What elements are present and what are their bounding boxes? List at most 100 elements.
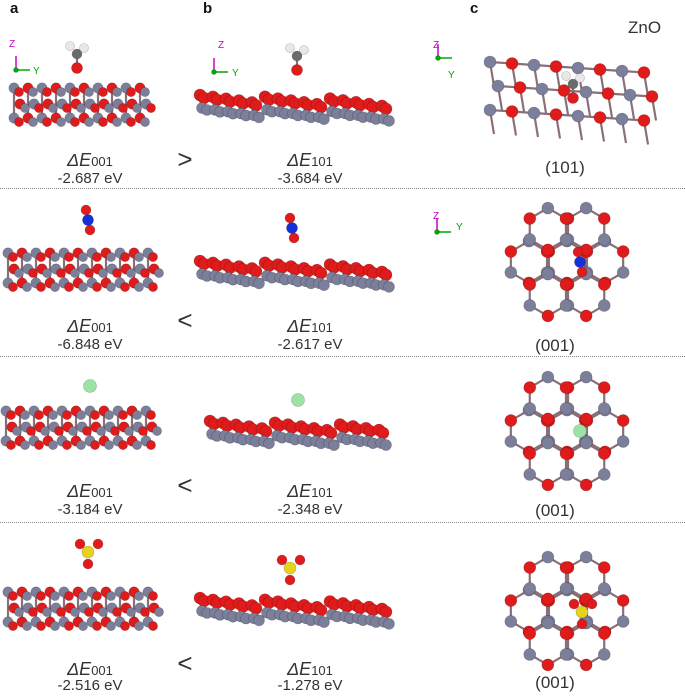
oxygen-atom	[504, 245, 518, 258]
oxygen-atom	[597, 627, 611, 640]
zinc-atom	[134, 252, 144, 262]
zinc-atom	[78, 591, 88, 601]
oxygen-atom	[541, 592, 555, 606]
zinc-atom	[253, 277, 265, 290]
oxygen-atom	[6, 440, 16, 450]
y-axis-label: Y	[232, 68, 239, 79]
oxygen-atom	[90, 410, 100, 420]
oxygen-atom	[70, 87, 80, 97]
zinc-atom	[615, 112, 629, 126]
zinc-atom	[523, 233, 537, 246]
oxygen-atom	[54, 426, 64, 436]
zinc-atom	[253, 614, 265, 627]
zinc-atom	[579, 550, 593, 564]
zinc-atom	[527, 58, 541, 72]
oxygen-atom	[92, 282, 102, 292]
zinc-atom	[76, 440, 86, 450]
zinc-atom	[50, 282, 60, 292]
oxygen-atom	[84, 224, 96, 236]
oxygen-atom	[56, 607, 66, 617]
zinc-atom	[152, 426, 162, 436]
panel-label-a: a	[10, 0, 19, 17]
oxygen-atom	[645, 90, 659, 103]
oxygen-atom	[504, 414, 518, 427]
oxygen-atom	[523, 381, 537, 394]
oxygen-atom	[62, 410, 72, 420]
zinc-atom	[68, 426, 78, 436]
zinc-atom	[523, 299, 537, 312]
zinc-atom	[483, 55, 497, 69]
energy-value-001: -6.848 eV	[57, 336, 123, 353]
oxygen-atom	[576, 266, 588, 278]
oxygen-atom	[559, 212, 573, 225]
zinc-atom	[22, 621, 32, 631]
zinc-atom	[48, 103, 58, 113]
zinc-atom	[383, 618, 395, 630]
oxygen-atom	[523, 447, 537, 460]
oxygen-atom	[601, 87, 615, 100]
panel-label-c: c	[470, 0, 479, 17]
zinc-atom	[597, 402, 611, 415]
carbon-atom	[291, 50, 303, 62]
oxygen-atom	[259, 425, 273, 438]
comparison-sign: <	[177, 470, 193, 500]
zinc-atom	[22, 591, 32, 601]
zinc-atom	[134, 621, 144, 631]
oxygen-atom	[36, 621, 46, 631]
zinc-atom	[20, 410, 30, 420]
zinc-atom	[523, 468, 537, 481]
zinc-atom	[616, 266, 630, 279]
zinc-atom	[112, 87, 122, 97]
zinc-atom	[12, 426, 22, 436]
zinc-atom	[48, 440, 58, 450]
zinc-atom	[383, 281, 395, 293]
zinc-atom	[615, 64, 629, 78]
zinc-atom	[523, 402, 537, 415]
zinc-atom	[559, 299, 573, 312]
oxygen-atom	[572, 246, 584, 258]
zinc-atom	[571, 109, 585, 123]
oxygen-atom	[62, 103, 72, 113]
zinc-atom	[623, 88, 637, 102]
zinc-atom	[541, 370, 555, 384]
zinc-atom	[559, 233, 573, 246]
zinc-atom	[559, 402, 573, 415]
oxygen-atom	[324, 426, 338, 440]
oxygen-atom	[314, 100, 328, 114]
oxygen-atom	[36, 252, 46, 262]
oxygen-atom	[8, 282, 18, 292]
energy-label-001: ΔE001	[67, 659, 113, 679]
zinc-atom	[70, 268, 80, 278]
zinc-atom	[541, 550, 555, 564]
oxygen-atom	[616, 245, 630, 258]
zinc-atom	[523, 582, 537, 595]
zinc-atom	[28, 117, 38, 127]
zinc-atom	[126, 607, 136, 617]
oxygen-atom	[294, 554, 306, 566]
oxygen-atom	[376, 426, 390, 440]
oxygen-atom	[64, 621, 74, 631]
zinc-atom	[541, 436, 555, 450]
zinc-atom	[579, 370, 593, 384]
oxygen-atom	[523, 627, 537, 640]
oxygen-atom	[593, 111, 607, 124]
oxygen-atom	[120, 621, 130, 631]
oxygen-atom	[120, 252, 130, 262]
oxygen-atom	[379, 605, 393, 619]
zinc-atom	[383, 115, 395, 127]
oxygen-atom	[597, 561, 611, 574]
oxygen-atom	[148, 282, 158, 292]
oxygen-atom	[541, 412, 555, 426]
oxygen-atom	[120, 282, 130, 292]
zinc-atom	[318, 113, 330, 125]
zinc-atom	[50, 252, 60, 262]
oxygen-atom	[36, 282, 46, 292]
oxygen-atom	[92, 538, 104, 550]
row-separator	[0, 522, 685, 523]
zinc-atom	[106, 591, 116, 601]
zinc-atom	[76, 103, 86, 113]
oxygen-atom	[314, 266, 328, 280]
zinc-atom	[98, 607, 108, 617]
zinc-atom	[20, 440, 30, 450]
oxygen-atom	[559, 278, 573, 291]
